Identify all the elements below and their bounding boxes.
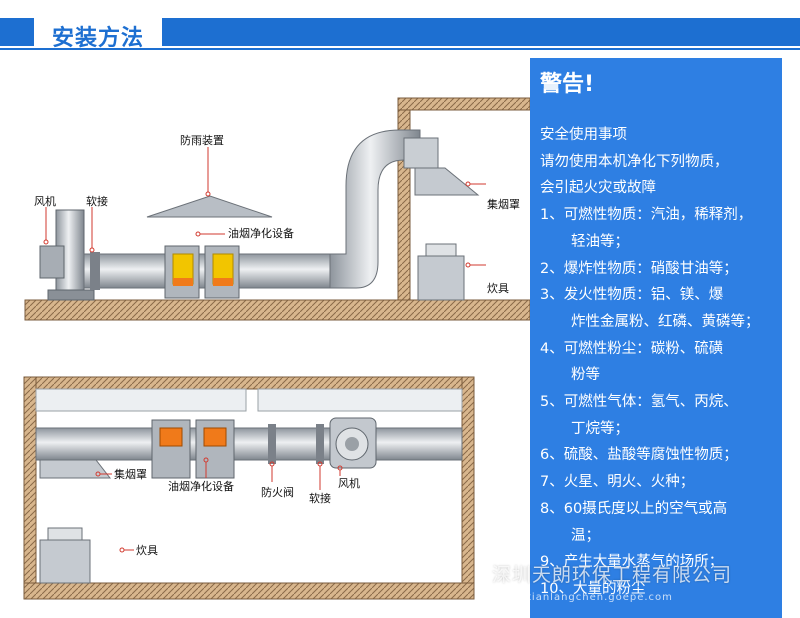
top-rain-cover	[146, 195, 273, 218]
top-fan-unit	[39, 209, 95, 301]
bottom-label-stove: 炊具	[136, 544, 158, 557]
top-label-stove: 炊具	[487, 282, 509, 295]
top-hood	[414, 167, 480, 196]
top-purifiers	[164, 245, 240, 299]
header-underline	[0, 48, 800, 50]
bottom-right-wall	[461, 376, 475, 588]
bottom-left-wall	[23, 376, 37, 588]
warning-line: 粉等	[571, 367, 600, 384]
bottom-fire-valve	[268, 424, 276, 464]
watermark-company: 深圳天朗环保工程有限公司	[492, 564, 733, 586]
warning-line: 丁烷等；	[571, 420, 629, 437]
section-title: 安装方法	[52, 26, 145, 51]
top-leaders	[43, 147, 486, 268]
top-label-purifier: 油烟净化设备	[228, 226, 294, 240]
bottom-fan-unit	[329, 417, 377, 469]
top-wall	[397, 97, 411, 301]
warning-line: 安全使用事项	[540, 127, 627, 143]
bottom-diagram: 集烟罩 油烟净化设备 防火阀 软接 风机 炊具	[23, 376, 475, 600]
warning-line: 1、可燃性物质：汽油，稀释剂，	[540, 207, 753, 224]
bottom-beam-right	[257, 388, 463, 412]
bottom-floor	[23, 582, 475, 600]
top-label-fan: 风机	[34, 194, 56, 208]
warning-line: 请勿使用本机净化下列物质，	[540, 153, 729, 170]
bottom-hood	[39, 459, 112, 479]
warning-line: 5、可燃性气体：氢气、丙烷、	[540, 394, 738, 411]
bottom-beam-left	[35, 388, 247, 412]
warning-panel: 警告! 安全使用事项 请勿使用本机净化下列物质， 会引起火灾或故障 1、可燃性物…	[530, 58, 782, 618]
warning-line: 8、60摄氏度以上的空气或高	[540, 500, 728, 517]
bottom-leaders	[95, 457, 343, 553]
bottom-label-fire-valve: 防火阀	[261, 485, 294, 499]
top-soft-joint	[90, 252, 100, 290]
top-rising-duct	[329, 129, 421, 289]
bottom-duct	[35, 427, 463, 461]
warning-title: 警告!	[540, 72, 595, 97]
top-stove	[417, 243, 465, 301]
bottom-label-soft-joint: 软接	[309, 491, 331, 505]
top-inner-duct	[403, 137, 439, 169]
warning-line: 4、可燃性粉尘：碳粉、硫磺	[540, 340, 724, 357]
installation-diagram: 风机 软接 防雨装置 油烟净化设备 集烟罩 炊具	[23, 97, 530, 600]
bottom-soft-joint	[316, 424, 324, 464]
bottom-label-fan: 风机	[338, 476, 360, 490]
header-title-box	[34, 18, 162, 46]
warning-line: 3、发火性物质：铝、镁、爆	[540, 287, 724, 304]
bottom-purifiers	[151, 419, 235, 479]
watermark-url: tianlangchen.goepe.com	[527, 592, 673, 603]
warning-line: 9、产生大量水蒸气的场所；	[540, 554, 724, 571]
warning-line: 2、爆炸性物质：硝酸甘油等；	[540, 260, 738, 277]
bottom-label-hood: 集烟罩	[114, 467, 147, 481]
section-header: 安装方法	[0, 18, 800, 51]
top-ground	[24, 299, 530, 321]
top-label-rain-cover: 防雨装置	[180, 133, 224, 147]
top-roof	[397, 97, 530, 111]
warning-line: 温；	[571, 527, 600, 544]
warning-line: 6、硫酸、盐酸等腐蚀性物质；	[540, 447, 738, 464]
top-label-soft-joint: 软接	[86, 194, 108, 208]
warning-line: 炸性金属粉、红磷、黄磷等；	[571, 313, 760, 330]
warning-line: 会引起火灾或故障	[540, 180, 656, 197]
top-label-hood: 集烟罩	[487, 197, 520, 211]
bottom-stove	[39, 527, 91, 584]
bottom-label-purifier: 油烟净化设备	[168, 479, 234, 493]
warning-line: 7、火星、明火、火种；	[540, 474, 695, 491]
warning-line: 10、大量的粉尘	[540, 580, 646, 597]
warning-line: 轻油等；	[571, 233, 629, 250]
bottom-ceiling	[23, 376, 475, 390]
warning-list: 安全使用事项 请勿使用本机净化下列物质， 会引起火灾或故障 1、可燃性物质：汽油…	[540, 122, 760, 603]
top-diagram: 风机 软接 防雨装置 油烟净化设备 集烟罩 炊具	[24, 97, 530, 321]
